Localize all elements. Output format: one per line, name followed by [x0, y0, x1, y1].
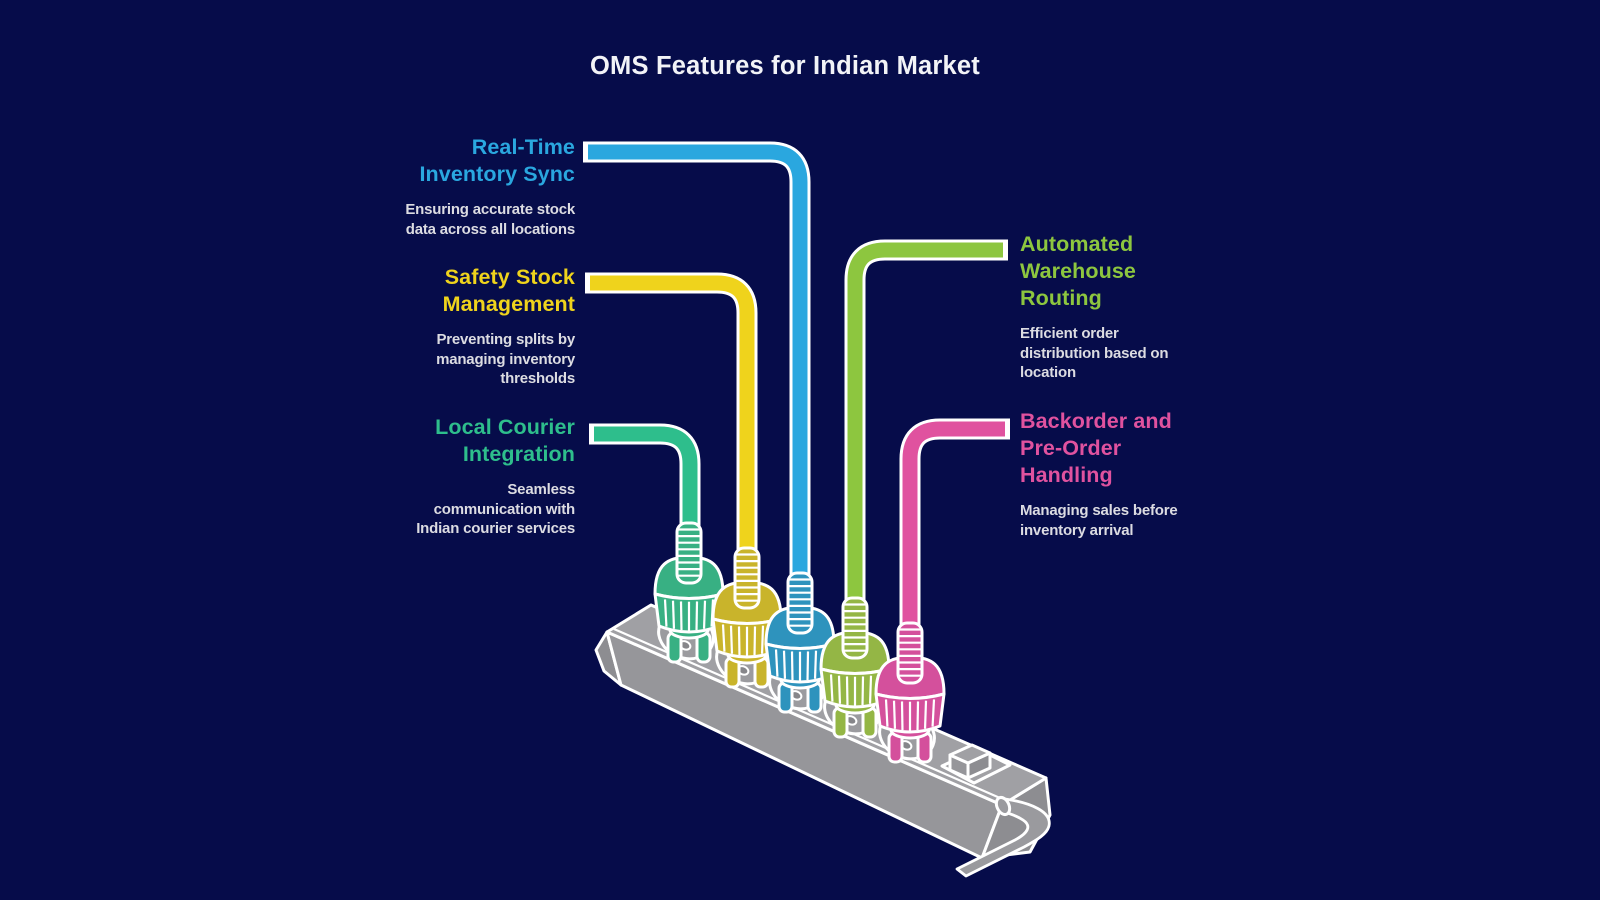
plug-automated-warehouse-routing: [819, 596, 891, 739]
cable-automated-warehouse-routing: [844, 239, 1008, 611]
cables-layer: [583, 141, 1010, 636]
plugs-layer: [653, 521, 946, 764]
plug-safety-stock-management: [711, 546, 783, 689]
plug-real-time-inventory-sync: [764, 571, 836, 714]
cord-grommet: [994, 795, 1012, 817]
power-switch: [940, 743, 1012, 785]
cable-real-time-inventory-sync: [583, 141, 811, 586]
power-cord: [955, 797, 1051, 878]
cable-local-courier-integration: [589, 423, 701, 536]
page-title: OMS Features for Indian Market: [590, 52, 980, 80]
cable-safety-stock-management: [585, 272, 758, 561]
cable-backorder-and-pre-order-handling: [899, 418, 1010, 636]
plug-backorder-and-pre-order-handling: [874, 621, 946, 764]
